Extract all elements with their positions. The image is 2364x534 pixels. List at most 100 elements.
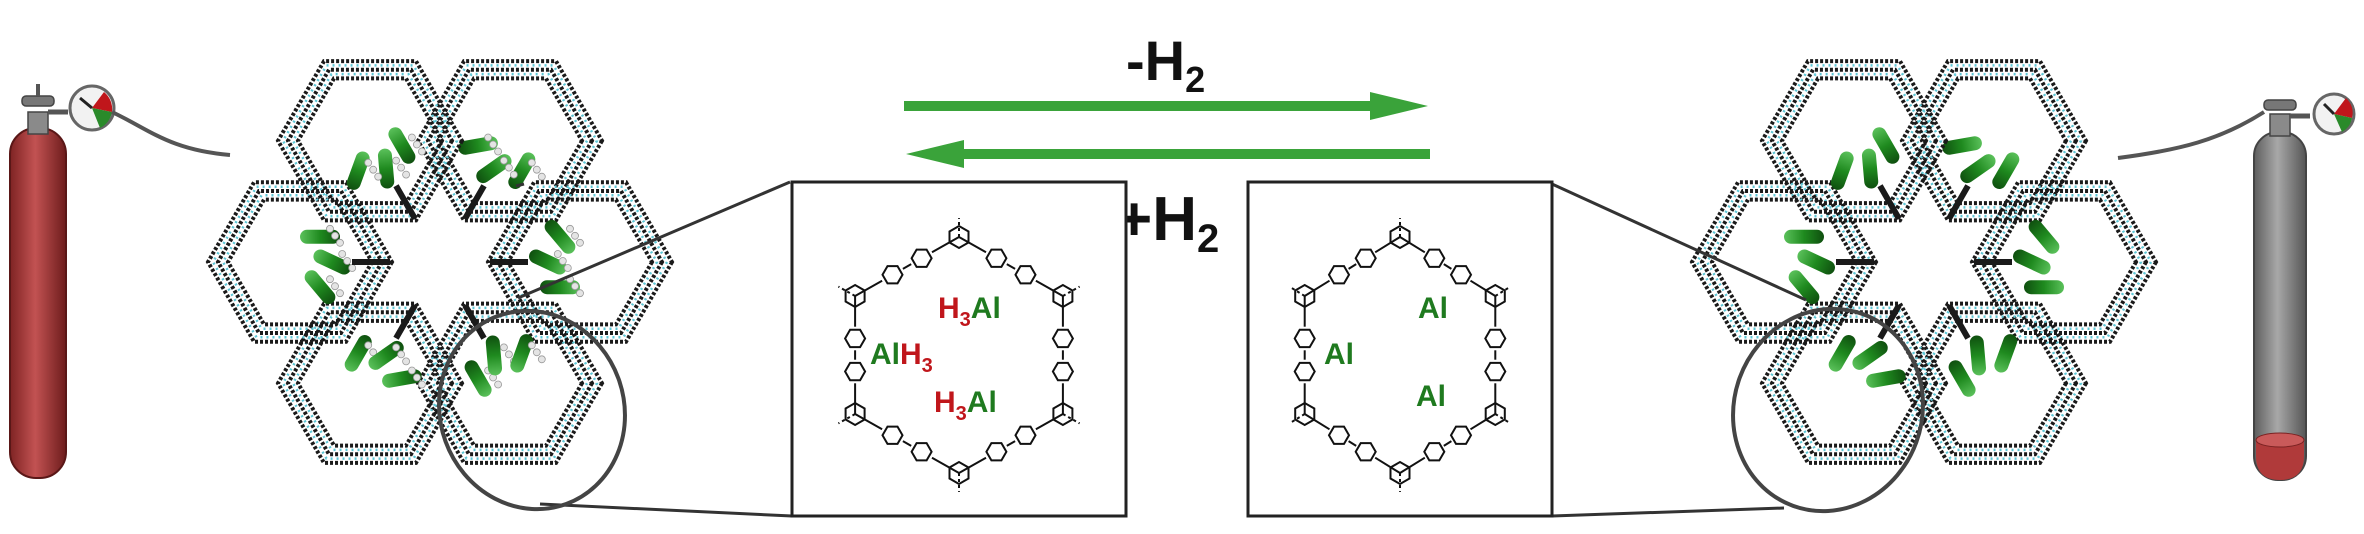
hydrogenation-label: +H2 xyxy=(1116,185,1219,261)
hydrogen-atom xyxy=(348,264,357,272)
triazine-ring xyxy=(844,401,866,427)
triazine-ring xyxy=(1484,401,1506,427)
bond-stub xyxy=(1288,413,1306,425)
pyridine-ring xyxy=(1423,442,1446,462)
hydrogen-atom xyxy=(553,250,562,258)
bond-stub xyxy=(1494,413,1512,425)
bond xyxy=(902,263,912,270)
hydrogen-atom xyxy=(489,140,498,149)
framework-pore xyxy=(415,301,605,465)
bond xyxy=(1399,456,1426,474)
pyridine-ring xyxy=(1327,265,1351,285)
aluminum-site xyxy=(1960,154,1996,184)
linker xyxy=(1946,184,1971,221)
pyridine-ring xyxy=(1051,328,1075,349)
bond xyxy=(1348,263,1357,270)
pyridine-ring xyxy=(1449,425,1473,445)
bond xyxy=(1399,236,1426,254)
linker xyxy=(462,303,487,340)
triazine-ring xyxy=(1389,224,1411,250)
bond xyxy=(1469,279,1496,297)
hydrogen-atom xyxy=(392,343,401,352)
alh3-label-top: H3Al xyxy=(938,292,1001,331)
linker xyxy=(1877,184,1902,221)
hydrogen-atom xyxy=(499,343,508,352)
pyridine-ring xyxy=(1014,265,1037,285)
hydrogen-atom xyxy=(417,380,426,389)
triazine-ring xyxy=(948,224,970,250)
molecular-ring-hydrogenated xyxy=(837,218,1081,492)
pyridine-ring xyxy=(985,248,1008,268)
triazine-ring xyxy=(1052,401,1074,427)
aluminum-site xyxy=(300,229,340,244)
hydrogen-atom xyxy=(527,158,536,167)
bond xyxy=(854,413,883,431)
hydrogen-atom xyxy=(397,163,406,172)
hydrogen-atom xyxy=(510,170,518,179)
framework-pore xyxy=(275,59,465,223)
hydrogen-atom xyxy=(494,380,503,389)
pyridine-ring xyxy=(1293,361,1316,382)
alh3-label-middle: AlH3 xyxy=(870,338,933,377)
hydrogen-atom xyxy=(527,341,536,350)
pyridine-ring xyxy=(1327,425,1351,445)
aluminum-site xyxy=(2013,249,2051,275)
hydrogen-atom xyxy=(412,140,421,149)
hydrogen-atom xyxy=(504,350,513,359)
bond xyxy=(1443,263,1452,270)
hydrogen-atom xyxy=(571,282,579,291)
bond xyxy=(958,236,987,254)
hydrogen-atom xyxy=(331,282,339,291)
pyridine-ring xyxy=(881,425,904,445)
inset-dehydrogenated xyxy=(1246,180,1554,518)
pyridine-ring xyxy=(1051,361,1075,382)
aluminum-site xyxy=(1992,152,2020,189)
hydrogen-atom xyxy=(504,163,513,172)
aluminum-site xyxy=(346,151,370,190)
bond xyxy=(1006,263,1016,270)
pyridine-ring xyxy=(1484,361,1507,382)
alh3-label-bottom: H3Al xyxy=(934,386,997,425)
aluminum-site xyxy=(313,249,351,275)
aluminum-site xyxy=(510,334,534,373)
aluminum-site xyxy=(485,335,503,376)
linker xyxy=(462,184,487,221)
framework-pore xyxy=(1689,180,1879,344)
hydrogen-atom xyxy=(392,156,401,165)
gas-hose xyxy=(2117,110,2266,160)
hydrogen-atom xyxy=(407,133,416,142)
framework-dehydrogenated xyxy=(1689,59,2159,465)
hydrogen-atom xyxy=(364,158,373,167)
reverse-arrow xyxy=(906,140,1430,168)
hydrogen-atom xyxy=(412,373,421,382)
pyridine-ring xyxy=(1014,425,1037,445)
hydrogen-atom xyxy=(417,147,426,156)
aluminum-site xyxy=(1969,335,1987,376)
hydrogen-atom xyxy=(336,238,344,247)
aluminum-site xyxy=(1852,340,1888,370)
hydrogen-atom xyxy=(402,357,411,366)
aluminum-site xyxy=(388,127,416,164)
pyridine-ring xyxy=(1293,328,1316,349)
aluminum-site xyxy=(464,360,492,397)
hydrogen-atom xyxy=(537,355,546,364)
bond xyxy=(1304,413,1331,431)
bond xyxy=(1035,413,1064,431)
linker xyxy=(1877,303,1902,340)
hydrogen-atom xyxy=(326,275,334,284)
bond xyxy=(902,440,912,447)
pressure-gauge-icon xyxy=(68,84,116,132)
triazine-ring xyxy=(1294,401,1316,427)
linker xyxy=(393,303,418,340)
bond xyxy=(1443,440,1452,447)
bond xyxy=(1374,236,1401,254)
framework-pore xyxy=(1759,59,1949,223)
hydrogen-atom xyxy=(369,348,378,357)
hydrogen-atom xyxy=(576,289,584,298)
framework-pore xyxy=(205,180,395,344)
aluminum-site xyxy=(1797,249,1835,275)
pyridine-ring xyxy=(985,442,1008,462)
aluminum-site xyxy=(1861,148,1879,189)
hydrogen-atom xyxy=(571,231,579,240)
pyridine-ring xyxy=(910,442,933,462)
